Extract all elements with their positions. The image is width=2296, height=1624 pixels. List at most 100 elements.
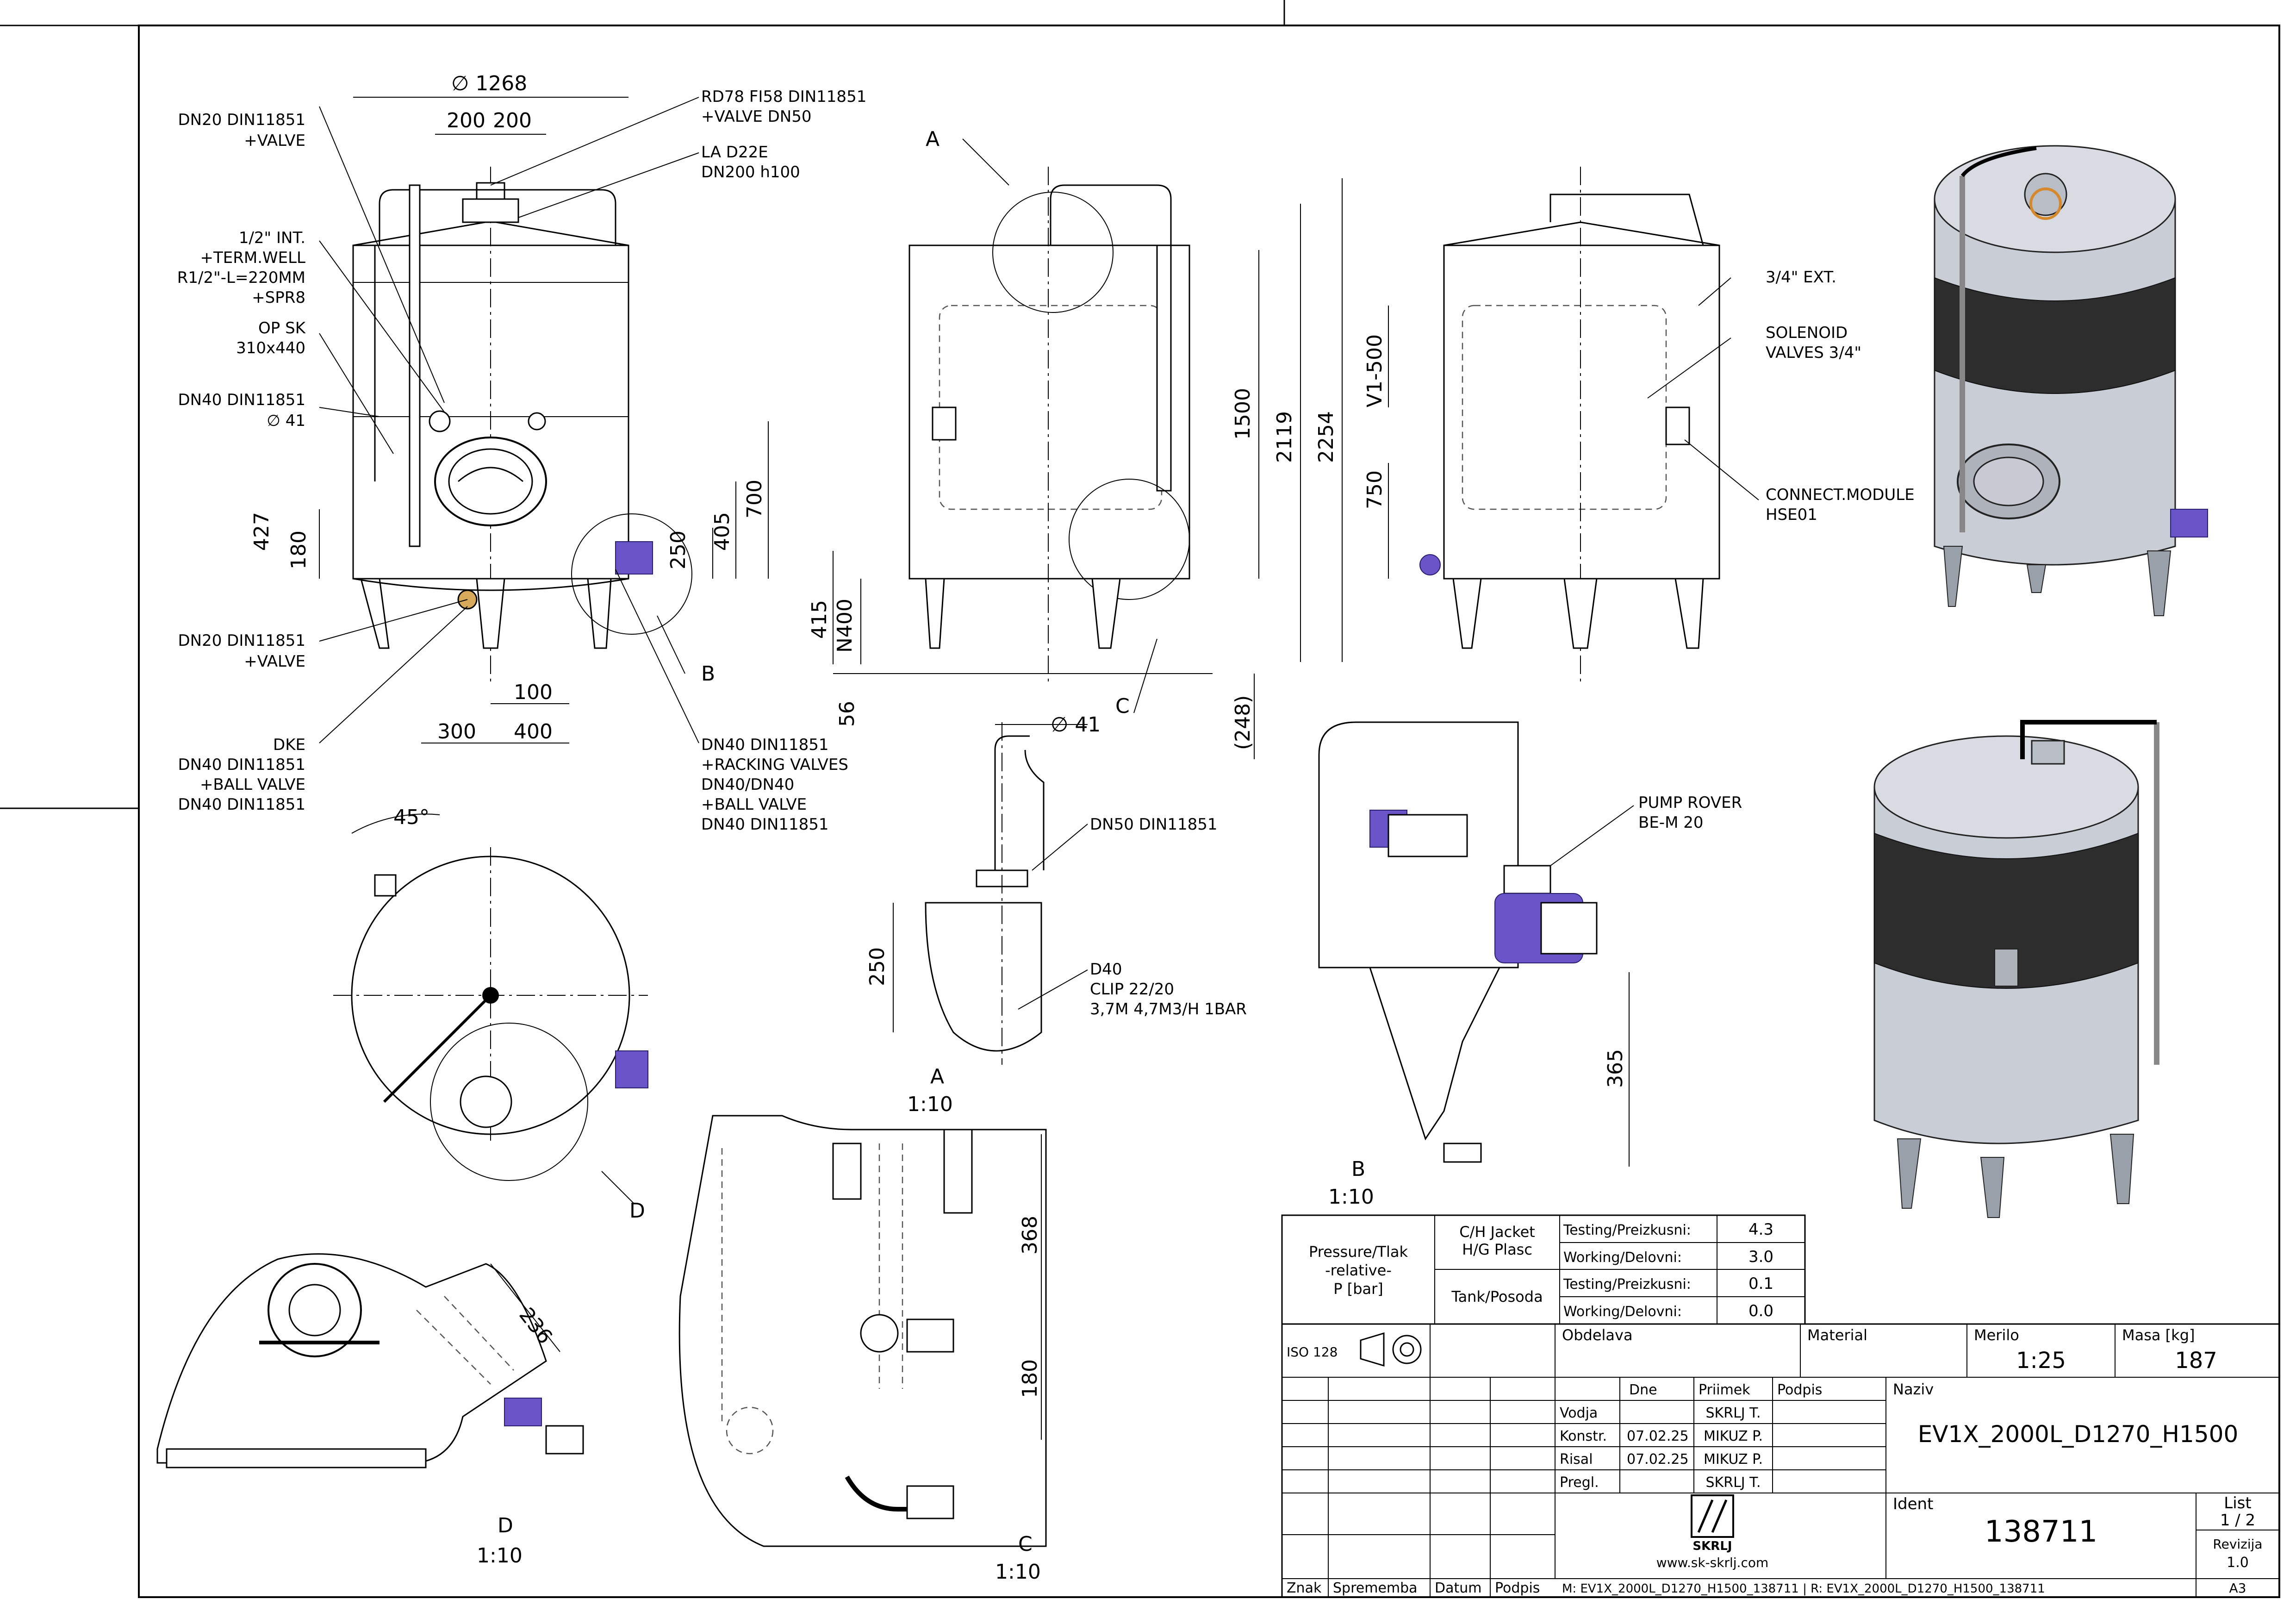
title-block-grid	[1281, 1323, 2280, 1598]
pressure-label-1: Pressure/Tlak	[1309, 1243, 1408, 1261]
label-la-2: DN200 h100	[701, 163, 800, 181]
label-sol-2: VALVES 3/4"	[1766, 344, 1861, 362]
detail-b-scale: 1:10	[1328, 1185, 1374, 1209]
masa-label: Masa [kg]	[2122, 1326, 2195, 1344]
top-view	[333, 813, 648, 1204]
front-dim-427: 427	[250, 512, 274, 551]
detail-b-title: B	[1351, 1157, 1365, 1181]
label-dn20-bot-1: DN20 DIN11851	[178, 631, 306, 650]
iso-label: ISO 128	[1287, 1344, 1338, 1360]
detail-b-pump-1: PUMP ROVER	[1638, 793, 1742, 812]
role-name: SKRLJ T.	[1706, 1474, 1761, 1491]
detail-c-scale: 1:10	[995, 1560, 1041, 1584]
ident-label: Ident	[1893, 1495, 1933, 1513]
pressure-row-value: 0.0	[1748, 1302, 1773, 1320]
role-name: MIKUZ P.	[1704, 1451, 1763, 1468]
pressure-row-label: Testing/Preizkusni:	[1563, 1276, 1691, 1293]
merilo-value: 1:25	[2016, 1348, 2066, 1374]
detail-d	[156, 1253, 584, 1468]
label-dke-1: DKE	[273, 736, 305, 754]
front-dim-700: 700	[743, 480, 766, 518]
side-dim-n400: N400	[833, 599, 857, 653]
obdelava-label: Obdelava	[1562, 1326, 1633, 1344]
col-priimek: Priimek	[1699, 1382, 1750, 1398]
detail-a-scale: 1:10	[907, 1093, 953, 1116]
list-value: 1 / 2	[2220, 1511, 2255, 1530]
label-con-2: HSE01	[1766, 506, 1817, 524]
pressure-row-label: Testing/Preizkusni:	[1563, 1222, 1691, 1238]
detail-d-scale: 1:10	[477, 1544, 523, 1568]
label-opsk-1: OP SK	[258, 319, 306, 337]
pressure-label-3: P [bar]	[1333, 1280, 1383, 1298]
back-dim-750: 750	[1363, 470, 1387, 509]
jacket-label-1: C/H Jacket	[1459, 1223, 1535, 1241]
tank-label: Tank/Posoda	[1451, 1288, 1543, 1305]
front-dim-100: 100	[514, 681, 553, 704]
front-dim-300: 300	[437, 720, 476, 743]
role-label: Konstr.	[1560, 1428, 1607, 1444]
detail-c-dim-180: 180	[1018, 1359, 1042, 1398]
label-rd78-1: RD78 FI58 DIN11851	[701, 87, 866, 106]
side-dim-1500: 1500	[1231, 388, 1255, 440]
label-rack-2: +RACKING VALVES	[701, 756, 848, 774]
label-dn40-2: ∅ 41	[267, 412, 305, 430]
detail-c	[678, 1115, 1047, 1547]
material-label: Material	[1807, 1326, 1867, 1344]
label-dke-2: DN40 DIN11851	[178, 756, 306, 774]
detail-a-dim-250: 250	[865, 947, 889, 986]
role-name: SKRLJ T.	[1706, 1405, 1761, 1421]
pressure-row-value: 3.0	[1748, 1248, 1773, 1266]
revizija-value: 1.0	[2227, 1555, 2249, 1571]
label-int-1: 1/2" INT.	[239, 229, 305, 247]
front-view	[319, 97, 769, 743]
datum-label: Datum	[1435, 1580, 1481, 1596]
side-dim-415: 415	[808, 600, 831, 639]
front-dim-405: 405	[710, 512, 734, 551]
detail-a-title: A	[930, 1065, 944, 1088]
label-rack-1: DN40 DIN11851	[701, 736, 829, 754]
sprememba-label: Sprememba	[1333, 1580, 1418, 1596]
naziv-value: EV1X_2000L_D1270_H1500	[1918, 1421, 2239, 1448]
detail-b-dim-365: 365	[1604, 1049, 1627, 1088]
pressure-row-value: 4.3	[1748, 1220, 1773, 1239]
label-int-4: +SPR8	[252, 288, 305, 307]
front-dim-400: 400	[514, 720, 553, 743]
sheet-frame	[0, 0, 2280, 1598]
marker-d: D	[629, 1199, 645, 1223]
marker-a: A	[926, 127, 940, 151]
file-reference: M: EV1X_2000L_D1270_H1500_138711 | R: EV…	[1562, 1582, 2045, 1596]
front-dim-200-right: 200	[493, 109, 532, 132]
role-name: MIKUZ P.	[1704, 1428, 1763, 1444]
pressure-row-label: Working/Delovni:	[1563, 1249, 1682, 1266]
side-view	[833, 138, 1343, 759]
detail-a-dn50: DN50 DIN11851	[1090, 815, 1218, 834]
iso-render-top	[1934, 145, 2208, 616]
detail-a-d40-1: D40	[1090, 960, 1122, 979]
label-rd78-2: +VALVE DN50	[701, 107, 811, 126]
detail-a-d40-3: 3,7M 4,7M3/H 1BAR	[1090, 1000, 1247, 1018]
detail-d-title: D	[498, 1514, 513, 1537]
logo-text: SKRLJ	[1692, 1539, 1732, 1553]
col-podpis: Podpis	[1777, 1382, 1822, 1398]
detail-b	[1318, 721, 1634, 1167]
back-dim-v1: V1-500	[1363, 334, 1387, 407]
front-diameter: ∅ 1268	[451, 72, 527, 95]
label-dke-4: DN40 DIN11851	[178, 795, 306, 814]
label-ext: 3/4" EXT.	[1766, 268, 1836, 287]
ident-value: 138711	[1985, 1515, 2097, 1549]
label-la-1: LA D22E	[701, 143, 768, 162]
jacket-label-2: H/G Plasc	[1462, 1241, 1532, 1258]
website-text: www.sk-skrlj.com	[1656, 1555, 1769, 1570]
label-sol-1: SOLENOID	[1766, 324, 1848, 342]
label-dke-3: +BALL VALVE	[200, 775, 305, 794]
front-dim-200-left: 200	[447, 109, 485, 132]
label-rack-3: DN40/DN40	[701, 775, 794, 794]
pressure-label-2: -relative-	[1325, 1262, 1392, 1279]
company-logo	[1691, 1494, 1734, 1538]
side-dim-2119: 2119	[1273, 411, 1296, 463]
side-dim-2254: 2254	[1314, 411, 1338, 463]
detail-a	[893, 722, 1088, 1065]
podpis-label: Podpis	[1495, 1580, 1540, 1596]
